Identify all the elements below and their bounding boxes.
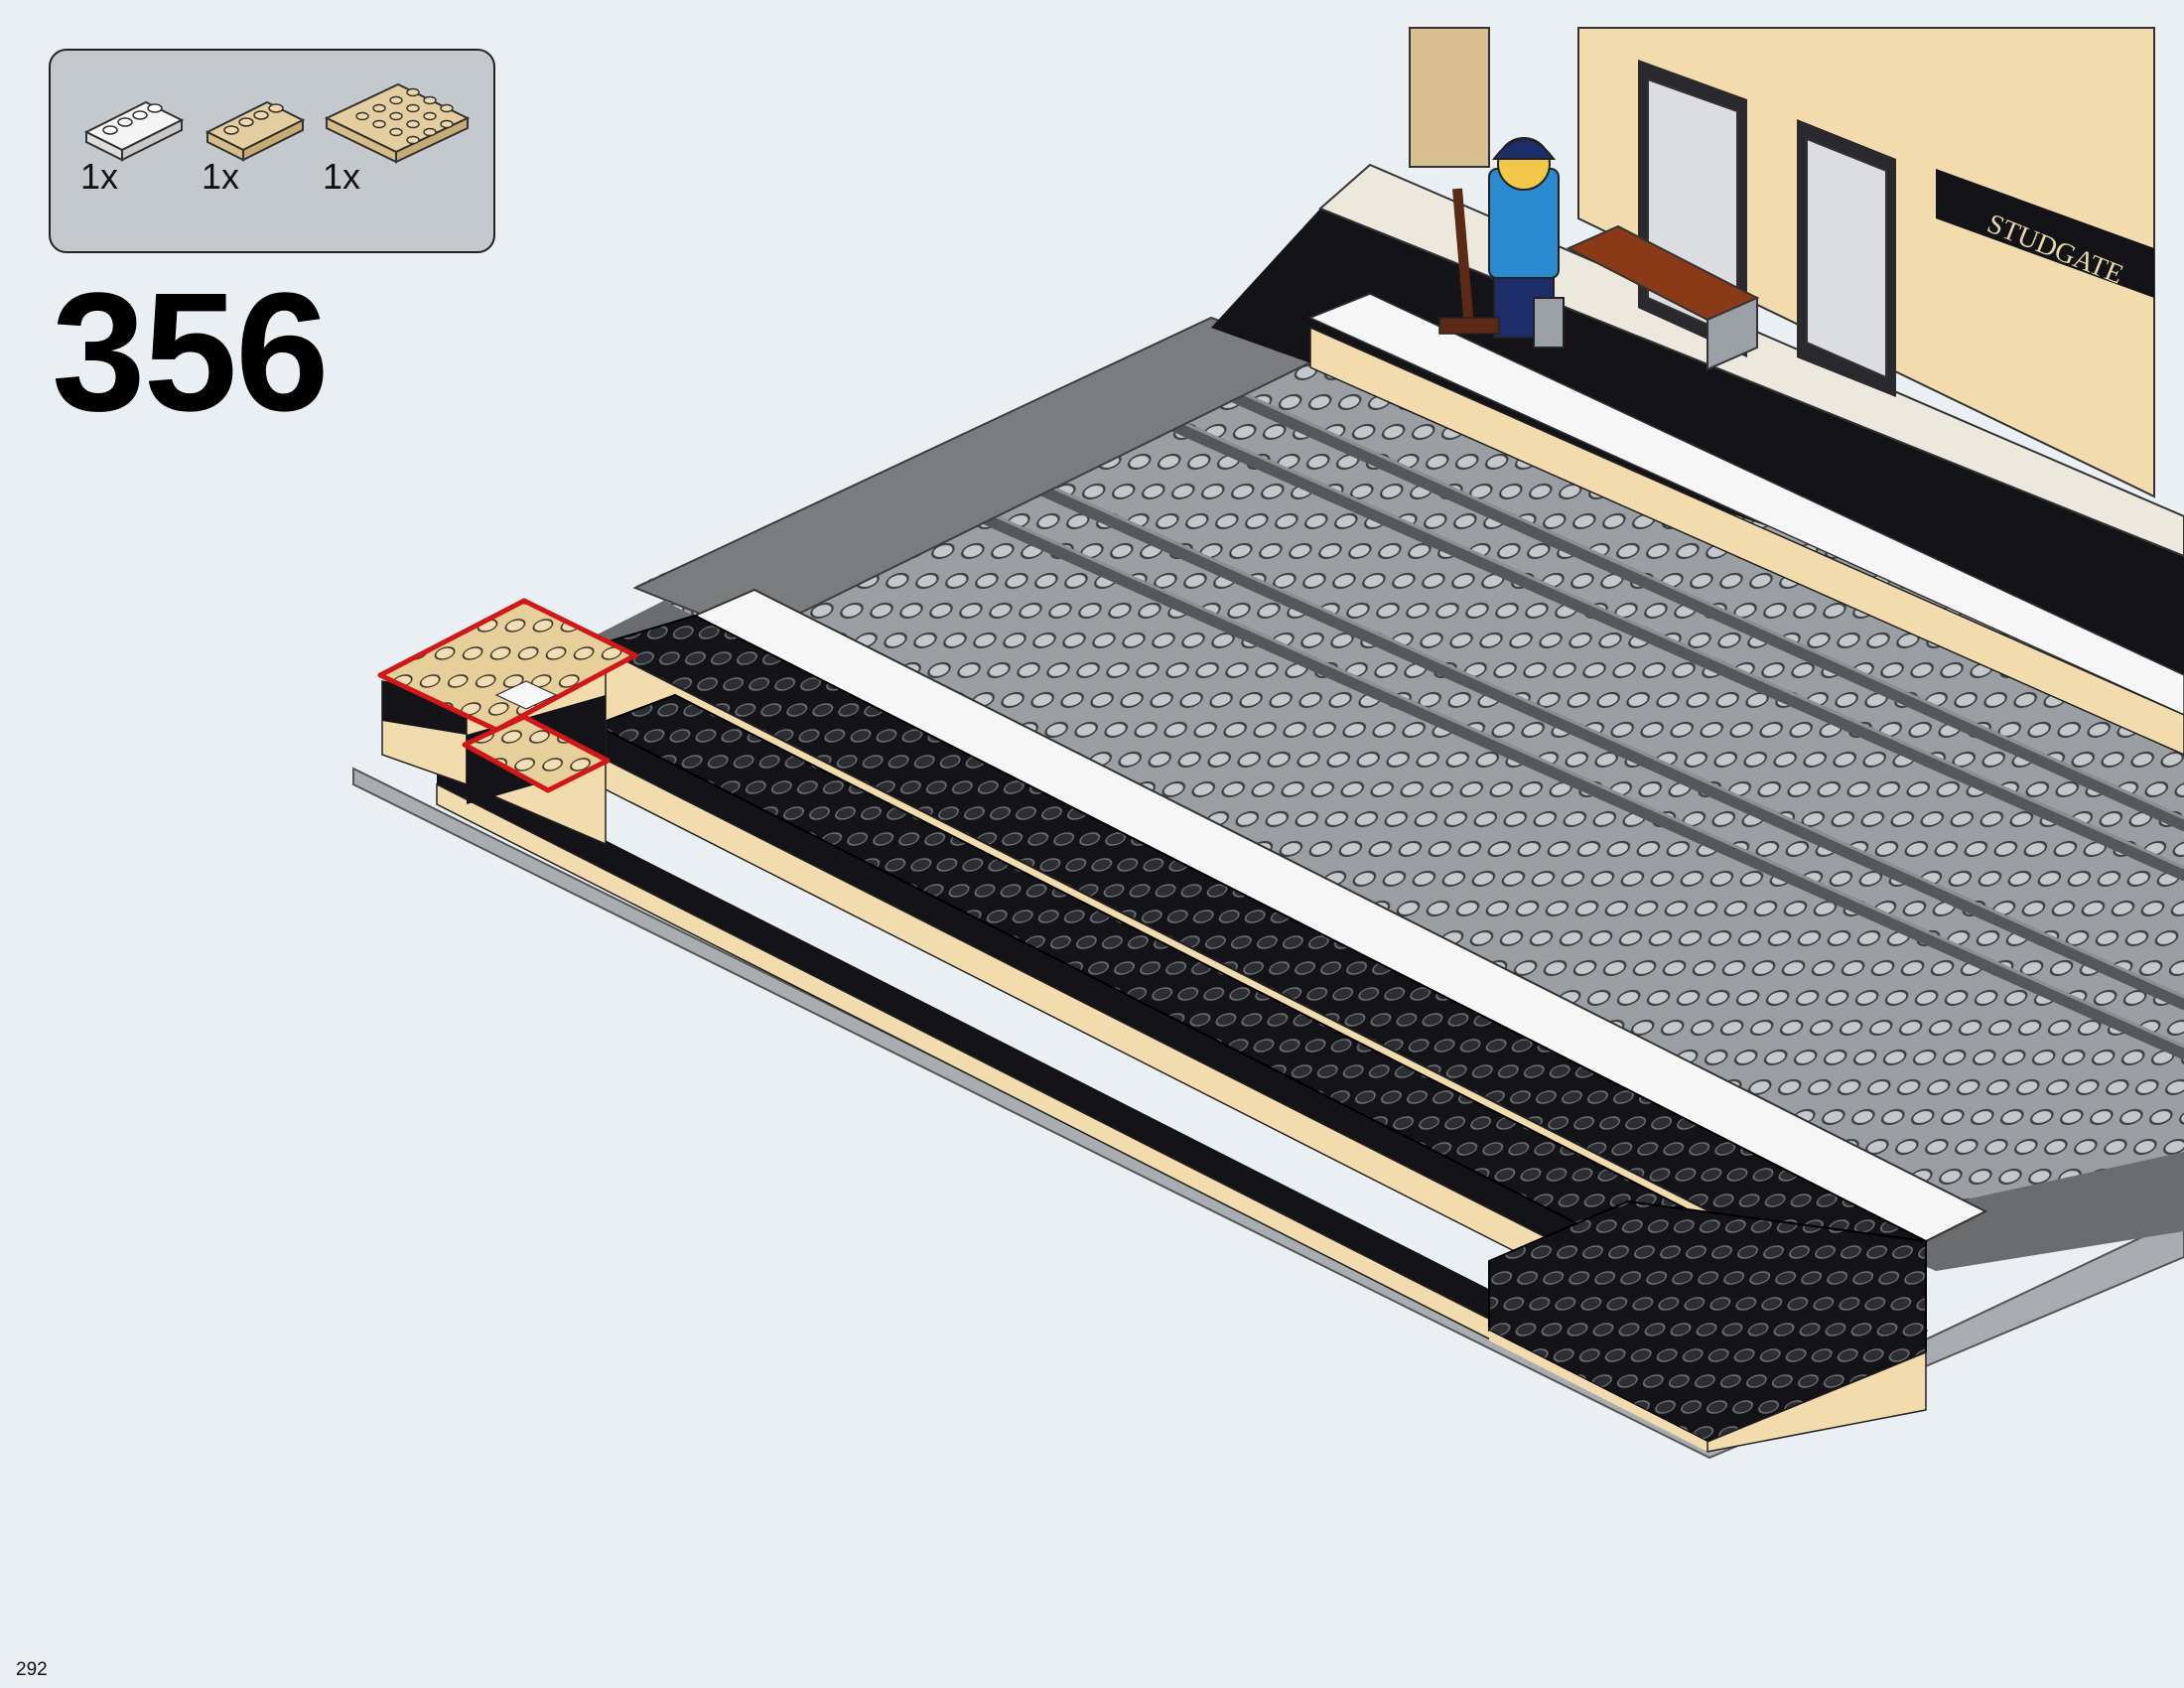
part-tan-plate-4x4: 1x [323,78,472,200]
part-tan-plate-1x4: 1x [202,90,321,200]
tan-plate-4x4-icon [324,82,471,164]
rails [887,360,2184,1059]
rail-highlights [892,359,2184,1049]
part-quantity: 1x [80,156,119,197]
white-plate-icon [83,100,185,162]
part-quantity: 1x [323,156,361,197]
tan-plate-icon [205,100,306,162]
minifigure-worker [1438,137,1565,349]
front-platform [436,614,1929,1453]
part-white-plate-1x4: 1x [80,90,200,200]
step-number: 356 [52,258,330,447]
bench [1566,224,1760,371]
part-quantity: 1x [202,156,240,197]
parts-callout: 1x 1x [49,49,495,253]
new-parts-highlight [377,598,638,793]
page-number: 292 [16,1659,48,1680]
